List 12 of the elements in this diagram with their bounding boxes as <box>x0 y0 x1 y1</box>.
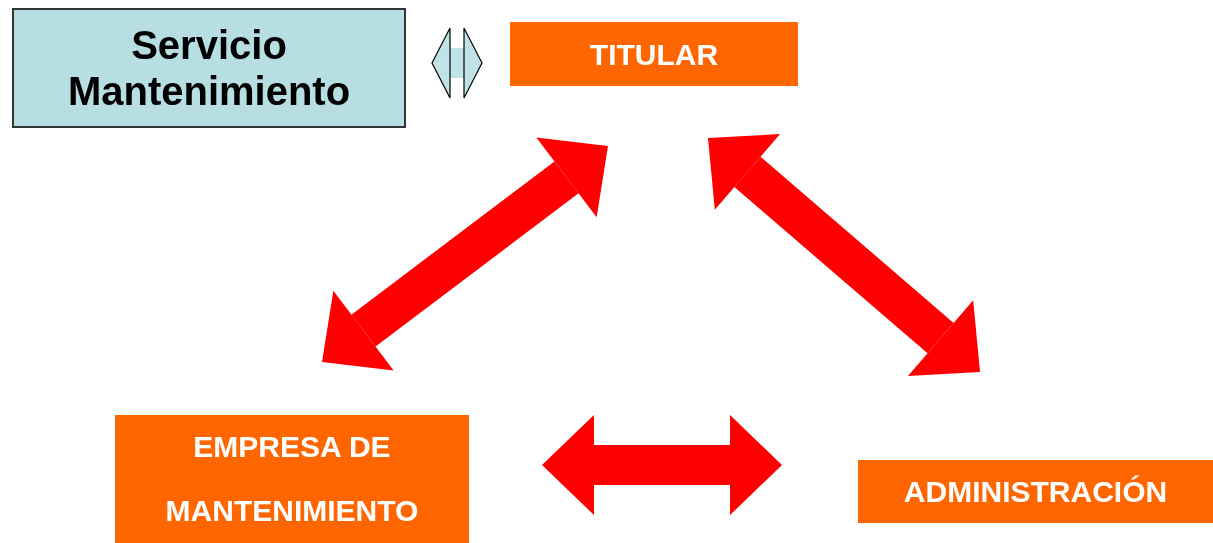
double-arrow <box>542 415 782 515</box>
process-box <box>115 415 469 543</box>
box-label: TITULAR <box>589 36 719 73</box>
process-box <box>510 22 798 86</box>
double-arrow <box>431 27 483 99</box>
box-label: EMPRESA DE MANTENIMIENTO <box>164 429 420 529</box>
title-box <box>12 8 406 128</box>
process-box <box>858 460 1213 523</box>
double-arrow <box>322 137 608 371</box>
box-label: ADMINISTRACIÓN <box>903 474 1168 510</box>
box-label: Servicio Mantenimiento <box>66 22 352 114</box>
double-arrow <box>708 134 980 376</box>
